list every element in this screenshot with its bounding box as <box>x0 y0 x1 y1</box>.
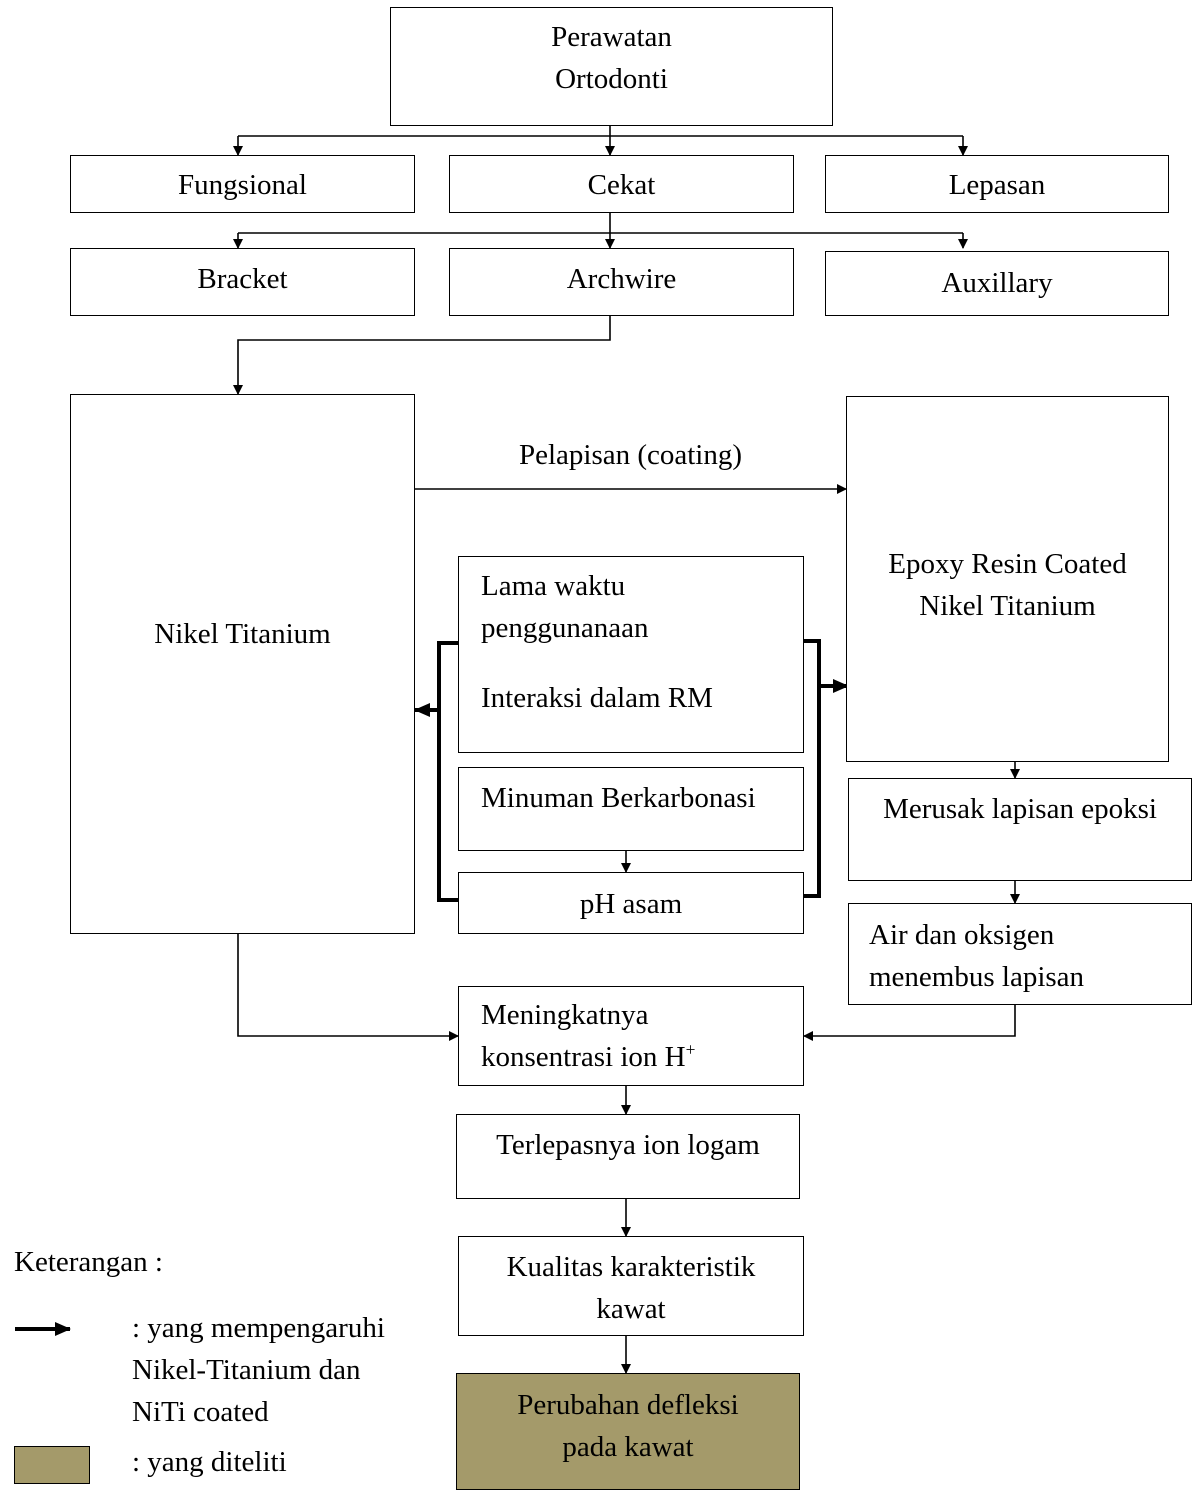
minuman-box <box>458 767 804 851</box>
kualitas-label: Kualitas karakteristik kawat <box>506 1251 756 1326</box>
interaksi-label: Interaksi dalam RM <box>481 682 713 714</box>
legend-title: Keterangan : <box>14 1246 163 1278</box>
archwire-box <box>449 248 794 316</box>
air-oksigen-box <box>848 903 1192 1005</box>
ph-asam-label: pH asam <box>579 888 683 920</box>
nikel-titanium-box <box>70 394 415 934</box>
kualitas-box <box>458 1236 804 1336</box>
fungsional-label: Fungsional <box>178 169 307 201</box>
perawatan-ortodonti-label: Perawatan Ortodonti <box>551 21 672 96</box>
cekat-box <box>449 155 794 213</box>
epoxy-coated-box <box>846 396 1169 762</box>
terlepas-box <box>456 1114 800 1199</box>
legend-highlight-swatch <box>14 1446 90 1484</box>
lama-waktu-box <box>458 556 804 753</box>
coating-label: Pelapisan (coating) <box>518 439 743 471</box>
bracket-box <box>70 248 415 316</box>
minuman-label: Minuman Berkarbonasi <box>481 782 756 814</box>
ph-asam-box <box>458 872 804 934</box>
terlepas-label: Terlepasnya ion logam <box>496 1129 760 1161</box>
lepasan-box <box>825 155 1169 213</box>
perawatan-ortodonti-box <box>390 7 833 126</box>
nikel-titanium-label: Nikel Titanium <box>154 618 331 650</box>
meningkat-label: Meningkatnya konsentrasi ion H+ <box>481 999 696 1074</box>
perubahan-defleksi-label: Perubahan defleksi pada kawat <box>517 1389 739 1464</box>
perubahan-defleksi-box <box>456 1373 800 1490</box>
air-oksigen-label: Air dan oksigen menembus lapisan <box>869 919 1085 994</box>
bracket-label: Bracket <box>197 263 288 295</box>
fungsional-box <box>70 155 415 213</box>
legend-arrow-icon <box>15 1318 71 1340</box>
meningkat-box <box>458 986 804 1086</box>
cekat-label: Cekat <box>587 169 656 201</box>
auxillary-box <box>825 251 1169 316</box>
lepasan-label: Lepasan <box>948 169 1046 201</box>
legend-arrow-desc: : yang mempengaruhi Nikel-Titanium dan N… <box>132 1312 385 1429</box>
archwire-label: Archwire <box>566 263 677 295</box>
epoxy-coated-label: Epoxy Resin Coated Nikel Titanium <box>888 548 1127 623</box>
auxillary-label: Auxillary <box>941 267 1053 299</box>
lama-waktu-label: Lama waktu penggunanaan <box>481 570 649 645</box>
merusak-label: Merusak lapisan epoksi <box>883 793 1157 825</box>
legend-box-desc: : yang diteliti <box>132 1446 287 1478</box>
merusak-box <box>848 778 1192 881</box>
